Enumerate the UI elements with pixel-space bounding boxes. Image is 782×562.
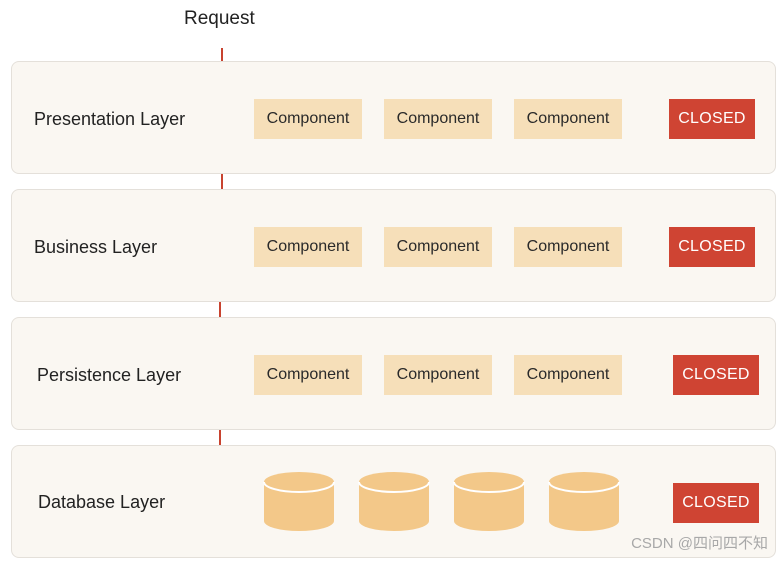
layer-name: Business Layer: [34, 237, 158, 257]
component-box: Component: [384, 355, 492, 395]
request-label: Request: [184, 8, 255, 29]
business-layer: Business Layer Component Component Compo…: [11, 189, 776, 302]
component-box: Component: [254, 99, 362, 139]
component-box: Component: [254, 355, 362, 395]
component-box: Component: [384, 99, 492, 139]
database-cylinder-icon: [548, 472, 620, 531]
component-box: Component: [514, 355, 622, 395]
layer-name: Database Layer: [38, 492, 166, 512]
persistence-layer: Persistence Layer Component Component Co…: [11, 317, 776, 430]
closed-badge: CLOSED: [669, 227, 755, 267]
database-cylinder-icon: [453, 472, 525, 531]
component-box: Component: [254, 227, 362, 267]
database-cylinder-icon: [263, 472, 335, 531]
component-box: Component: [514, 227, 622, 267]
layer-name: Persistence Layer: [37, 365, 182, 385]
presentation-layer: Presentation Layer Component Component C…: [11, 61, 776, 174]
closed-badge: CLOSED: [673, 355, 759, 395]
component-box: Component: [384, 227, 492, 267]
closed-badge: CLOSED: [669, 99, 755, 139]
database-cylinder-icon: [358, 472, 430, 531]
database-layer: Database Layer CLOSED: [11, 445, 776, 558]
layer-name: Presentation Layer: [34, 109, 186, 129]
component-box: Component: [514, 99, 622, 139]
watermark: CSDN @四问四不知: [631, 535, 768, 552]
closed-badge: CLOSED: [673, 483, 759, 523]
